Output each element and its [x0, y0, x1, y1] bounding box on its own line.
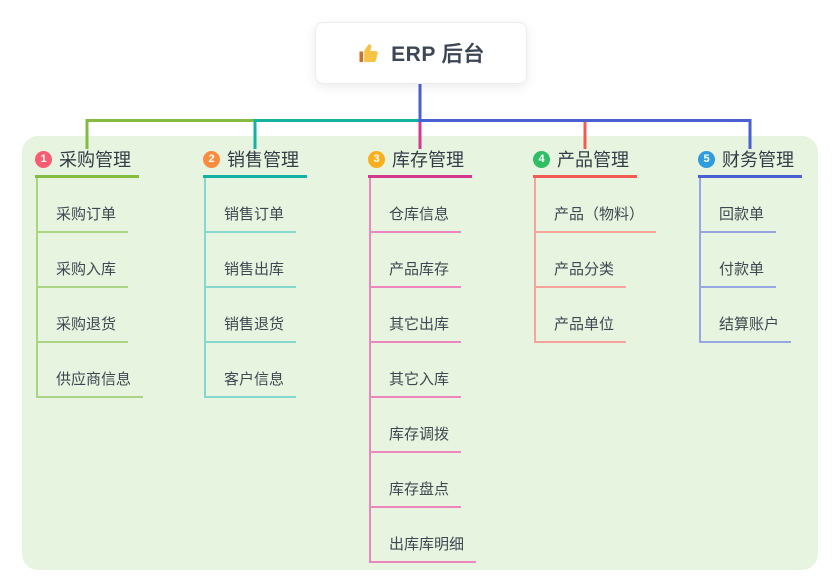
child-node[interactable]: 采购入库 — [36, 233, 129, 288]
branch-node-label: 采购管理 — [59, 150, 131, 170]
branch-index-badge: 1 — [35, 150, 52, 168]
child-node[interactable]: 其它入库 — [369, 343, 462, 398]
child-node[interactable]: 销售出库 — [204, 233, 297, 288]
child-node-label: 库存盘点 — [389, 481, 450, 498]
child-node[interactable]: 产品单位 — [534, 288, 627, 343]
root-node[interactable]: ERP 后台 — [315, 22, 527, 84]
child-node-label: 采购入库 — [56, 261, 117, 278]
child-node-label: 出库库明细 — [389, 536, 465, 553]
child-node[interactable]: 库存调拨 — [369, 398, 462, 453]
child-node[interactable]: 采购退货 — [36, 288, 129, 343]
child-node[interactable]: 回款单 — [699, 178, 777, 233]
child-node[interactable]: 结算账户 — [699, 288, 792, 343]
child-node-label: 销售订单 — [224, 206, 285, 223]
branch-node[interactable]: 3 库存管理 — [368, 147, 472, 178]
child-node[interactable]: 客户信息 — [204, 343, 297, 398]
child-node[interactable]: 付款单 — [699, 233, 777, 288]
branch-node[interactable]: 1 采购管理 — [35, 147, 139, 178]
child-node-label: 采购订单 — [56, 206, 117, 223]
child-node-label: 其它出库 — [389, 316, 450, 333]
child-node[interactable]: 销售退货 — [204, 288, 297, 343]
child-node-label: 回款单 — [719, 206, 765, 223]
thumbs-up-icon — [357, 41, 381, 65]
child-node-label: 产品分类 — [554, 261, 615, 278]
branch-node-label: 产品管理 — [557, 150, 629, 170]
child-node-label: 供应商信息 — [56, 371, 132, 388]
child-node-label: 产品（物料） — [554, 206, 645, 223]
child-node-label: 采购退货 — [56, 316, 117, 333]
child-node-label: 销售退货 — [224, 316, 285, 333]
branch-node[interactable]: 5 财务管理 — [698, 147, 802, 178]
branch-children: 采购订单采购入库采购退货供应商信息 — [36, 178, 144, 398]
branch-index-badge: 5 — [698, 150, 715, 168]
branch-children: 仓库信息产品库存其它出库其它入库库存调拨库存盘点出库库明细 — [369, 178, 477, 563]
branch-node[interactable]: 2 销售管理 — [203, 147, 307, 178]
branch-group: 3 库存管理 仓库信息产品库存其它出库其它入库库存调拨库存盘点出库库明细 — [368, 147, 477, 563]
branch-node-label: 财务管理 — [722, 150, 794, 170]
branch-node-label: 库存管理 — [392, 150, 464, 170]
branch-group: 1 采购管理 采购订单采购入库采购退货供应商信息 — [35, 147, 144, 398]
child-node-label: 结算账户 — [719, 316, 780, 333]
branch-children: 回款单付款单结算账户 — [699, 178, 802, 343]
child-node-label: 客户信息 — [224, 371, 285, 388]
child-node[interactable]: 产品库存 — [369, 233, 462, 288]
child-node[interactable]: 库存盘点 — [369, 453, 462, 508]
thumb-cuff — [359, 51, 364, 62]
child-node[interactable]: 供应商信息 — [36, 343, 144, 398]
child-node-label: 付款单 — [719, 261, 765, 278]
branch-children: 销售订单销售出库销售退货客户信息 — [204, 178, 307, 398]
branches-panel — [22, 136, 818, 570]
child-node[interactable]: 仓库信息 — [369, 178, 462, 233]
child-node-label: 产品库存 — [389, 261, 450, 278]
child-node-label: 产品单位 — [554, 316, 615, 333]
child-node[interactable]: 采购订单 — [36, 178, 129, 233]
child-node[interactable]: 出库库明细 — [369, 508, 477, 563]
branch-group: 2 销售管理 销售订单销售出库销售退货客户信息 — [203, 147, 307, 398]
child-node[interactable]: 产品（物料） — [534, 178, 657, 233]
thumb-hand — [364, 44, 378, 62]
branch-index-badge: 2 — [203, 150, 220, 168]
branch-index-badge: 3 — [368, 150, 385, 168]
child-node[interactable]: 产品分类 — [534, 233, 627, 288]
child-node-label: 其它入库 — [389, 371, 450, 388]
child-node-label: 库存调拨 — [389, 426, 450, 443]
branch-node-label: 销售管理 — [227, 150, 299, 170]
child-node[interactable]: 其它出库 — [369, 288, 462, 343]
child-node[interactable]: 销售订单 — [204, 178, 297, 233]
branch-group: 4 产品管理 产品（物料） 产品分类产品单位 — [533, 147, 657, 343]
child-node-label: 仓库信息 — [389, 206, 450, 223]
branch-index-badge: 4 — [533, 150, 550, 168]
root-node-label: ERP 后台 — [391, 43, 485, 66]
branch-children: 产品（物料） 产品分类产品单位 — [534, 178, 657, 343]
child-node-label: 销售出库 — [224, 261, 285, 278]
branch-group: 5 财务管理 回款单付款单结算账户 — [698, 147, 802, 343]
branch-node[interactable]: 4 产品管理 — [533, 147, 637, 178]
